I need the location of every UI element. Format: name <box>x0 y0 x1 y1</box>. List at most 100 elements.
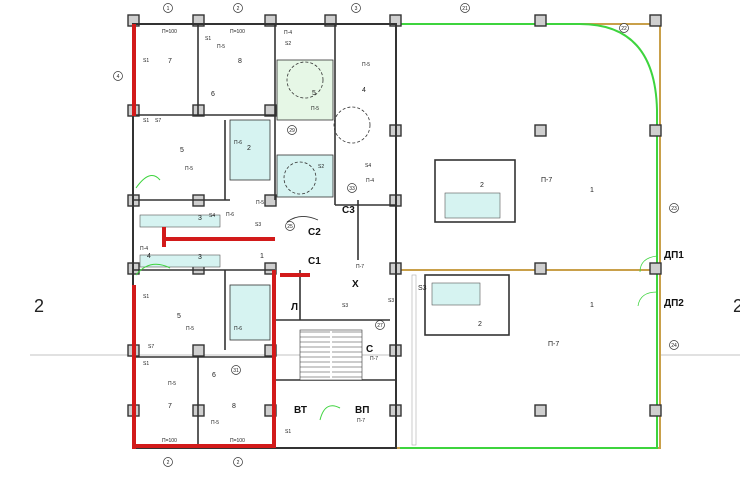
column <box>324 14 337 27</box>
space-c3: С3 <box>342 205 355 216</box>
room-number: 2 <box>478 321 482 328</box>
space-vt: ВТ <box>294 405 307 416</box>
column <box>192 344 205 357</box>
code-tag: П-6 <box>226 212 234 218</box>
room-number: 4 <box>362 87 366 94</box>
office-space-number: 1 <box>590 302 594 309</box>
code-tag: S4 <box>365 163 371 169</box>
column <box>534 404 547 417</box>
column <box>534 14 547 27</box>
office-code: S3 <box>418 285 427 292</box>
code-tag: П-4 <box>140 246 148 252</box>
code-tag: S1 <box>143 361 149 367</box>
column <box>264 14 277 27</box>
code-tag: S2 <box>285 41 291 47</box>
code-tag: П=100 <box>230 29 245 35</box>
column <box>649 262 662 275</box>
code-tag: S1 <box>205 36 211 42</box>
code-tag: П-5 <box>186 326 194 332</box>
residential-block <box>132 23 397 449</box>
code-tag: S1 <box>143 118 149 124</box>
code-tag: S7 <box>155 118 161 124</box>
grid-bubble-label: 22 <box>621 26 627 32</box>
code-tag: П-5 <box>211 420 219 426</box>
room-number: 2 <box>480 182 484 189</box>
space-vp: ВП <box>355 405 369 416</box>
room-number: 6 <box>212 372 216 379</box>
grid-bubble-label: 2 <box>237 6 240 12</box>
code-tag: П-4 <box>284 30 292 36</box>
grid-bubble: 23 <box>669 203 679 213</box>
room-number: 5 <box>180 147 184 154</box>
column <box>264 262 277 275</box>
code-tag: П-4 <box>366 178 374 184</box>
code-tag: П-7 <box>370 356 378 362</box>
room-number: 7 <box>168 58 172 65</box>
column <box>649 124 662 137</box>
grid-bubble-label: 31 <box>233 368 239 374</box>
code-tag: S7 <box>148 344 154 350</box>
code-tag: П-5 <box>311 106 319 112</box>
code-tag: П-5 <box>256 200 264 206</box>
column <box>649 14 662 27</box>
office-space-number: 1 <box>590 187 594 194</box>
space-labels: С3 С2 С1 Х Л С ВТ ВП <box>291 205 373 416</box>
grid-bubble-label: 2 <box>167 460 170 466</box>
grid-bubble: 3 <box>351 3 361 13</box>
entrance-dp2: ДП2 <box>664 298 684 309</box>
code-tag: П-6 <box>234 140 242 146</box>
office-code: П-7 <box>541 177 552 184</box>
column <box>534 124 547 137</box>
room-number: 7 <box>168 403 172 410</box>
code-tag: П=100 <box>230 438 245 444</box>
grid-bubble: 25 <box>285 221 295 231</box>
room-number: 3 <box>198 254 202 261</box>
grid-bubble-label: 33 <box>349 186 355 192</box>
column <box>264 104 277 117</box>
grid-bubble: 4 <box>113 71 123 81</box>
code-tag: S3 <box>342 303 348 309</box>
grid-bubble: 2 <box>233 457 243 467</box>
grid-bubble-label: 4 <box>117 74 120 80</box>
grid-bubble: 2 <box>233 3 243 13</box>
code-tag: П=100 <box>162 29 177 35</box>
room-number: 8 <box>238 58 242 65</box>
code-tags: П=100 П=100 П=100 П=100 S1 S1 S1 S1 S1 S… <box>140 29 394 444</box>
grid-bubble-label: 1 <box>167 6 170 12</box>
grid-bubble: 1 <box>163 3 173 13</box>
code-tag: S1 <box>143 58 149 64</box>
grid-bubble-label: 27 <box>377 323 383 329</box>
grid-bubble-label: 21 <box>462 6 468 12</box>
room-labels: 7 8 6 5 3 3 4 1 5 6 7 8 2 4 5 <box>147 58 366 410</box>
space-l: Л <box>291 302 298 313</box>
code-tag: П-7 <box>357 418 365 424</box>
column <box>264 194 277 207</box>
code-tag: S1 <box>285 429 291 435</box>
axis-label-right: 2 <box>733 296 740 316</box>
office-block: 2 2 1 1 П-7 П-7 S3 ДП1 ДП2 <box>395 23 684 449</box>
room-number: 6 <box>211 91 215 98</box>
grid-bubble: 21 <box>460 3 470 13</box>
code-tag: S3 <box>255 222 261 228</box>
office-code: П-7 <box>548 341 559 348</box>
space-c1: С1 <box>308 256 321 267</box>
code-tag: S1 <box>143 294 149 300</box>
column <box>649 404 662 417</box>
code-tag: П-5 <box>168 381 176 387</box>
room-number: 5 <box>177 313 181 320</box>
code-tag: S2 <box>318 164 324 170</box>
space-c: С <box>366 344 373 355</box>
code-tag: П-6 <box>234 326 242 332</box>
grid-bubble: 27 <box>375 320 385 330</box>
column <box>534 262 547 275</box>
grid-bubble-label: 3 <box>355 6 358 12</box>
space-x: Х <box>352 279 359 290</box>
grid-bubble: 2 <box>163 457 173 467</box>
code-tag: П=100 <box>162 438 177 444</box>
grid-bubble-label: 23 <box>671 206 677 212</box>
entrance-dp1: ДП1 <box>664 250 684 261</box>
room-number: 4 <box>147 253 151 260</box>
grid-bubble: 22 <box>619 23 629 33</box>
